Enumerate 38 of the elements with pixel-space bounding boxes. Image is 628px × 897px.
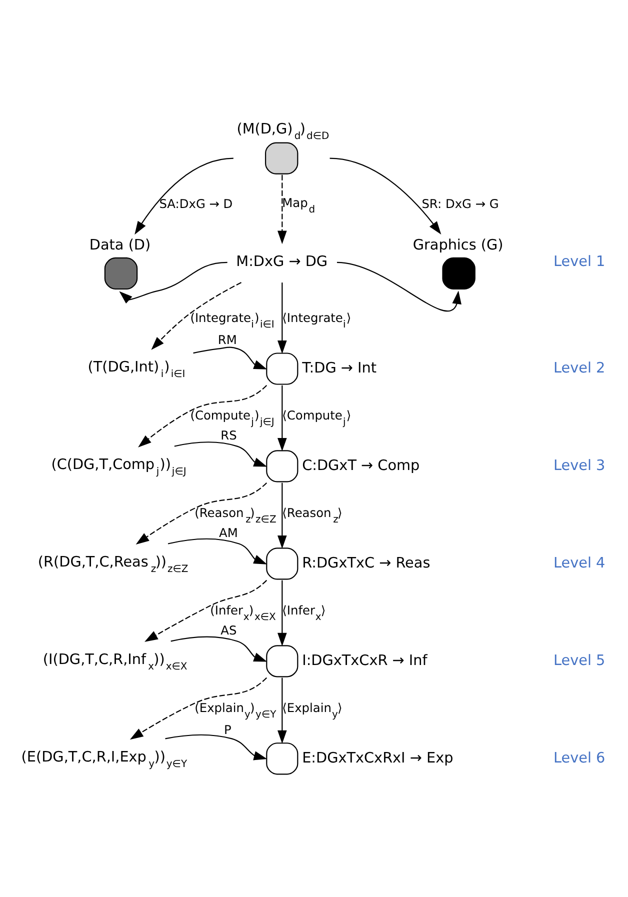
node-text: (R(DG,T,C,Reas$_{z}$))$_{z∈Z}$	[38, 554, 188, 575]
edge-label: ⟨Integrate$_{i}$⟩	[282, 311, 352, 331]
label: Level 4	[554, 555, 606, 572]
node-text: (I(DG,T,C,R,Inf$_{x}$))$_{x∈X}$	[42, 652, 188, 672]
node-label: C:DGxT → Comp	[302, 458, 420, 474]
node-text: (T(DG,Int)$_{i}$)$_{i∈I}$	[88, 359, 186, 380]
label: Level 3	[554, 458, 606, 474]
edge-label: Map$_{d}$	[282, 196, 316, 216]
node-label: R:DGxTxC → Reas	[302, 555, 430, 572]
edge-label: P	[224, 723, 232, 738]
node-label: Graphics (G)	[412, 238, 504, 254]
edge-label: ⟨Infer$_{x}$⟩	[282, 603, 326, 623]
edge-label: ⟨Compute$_{j}$⟩	[282, 408, 352, 428]
node-label: I:DGxTxCxR → Inf	[302, 652, 428, 669]
node-text: M:DxG → DG	[236, 254, 328, 270]
edge-label: SR: DxG → G	[422, 196, 499, 211]
edge-label: ⟨Explain$_{y}$⟩	[282, 700, 342, 720]
node-label: Data (D)	[89, 238, 151, 254]
edge-label: ⟨Reason$_{z}$⟩	[282, 506, 342, 526]
edge-label: AS	[220, 623, 237, 638]
edge-label: RS	[220, 428, 237, 442]
label: Level 1	[554, 254, 606, 270]
edge-label: (Infer$_{x}$)$_{x∈X}$	[210, 603, 276, 623]
node-label: E:DGxTxCxRxI → Exp	[302, 750, 454, 766]
label: Level 5	[554, 652, 606, 669]
node-text: (C(DG,T,Comp$_{j}$))$_{j∈J}$	[51, 456, 186, 478]
edge-label: (Integrate$_{i}$)$_{i∈I}$	[190, 311, 274, 331]
edge-label: AM	[219, 526, 238, 540]
edge-label: (Reason$_{z}$)$_{z∈Z}$	[194, 506, 276, 526]
node-text: (E(DG,T,C,R,I,Exp$_{y}$))$_{y∈Y}$	[21, 749, 188, 770]
label: Level 2	[554, 360, 606, 377]
node-label: T:DG → Int	[302, 360, 377, 377]
edge-label: SA:DxG → D	[159, 196, 233, 211]
edge-label: (Compute$_{j}$)$_{j∈J}$	[190, 408, 274, 428]
edge-label: (Explain$_{y}$)$_{y∈Y}$	[194, 700, 276, 720]
edge-label: RM	[218, 333, 237, 348]
node-label: (M(D,G)$_{d}$)$_{d∈D}$	[236, 121, 330, 142]
label: Level 6	[554, 750, 606, 766]
